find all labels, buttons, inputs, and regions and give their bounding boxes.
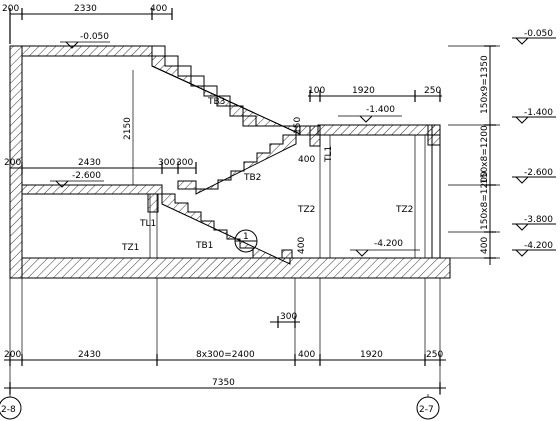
elev-landing-marker <box>55 180 69 188</box>
label-tb1: TB1 <box>195 241 213 251</box>
beam-bottom <box>281 249 293 259</box>
dim-400-lower: 400 <box>297 237 307 254</box>
top-dim-200: 200 <box>2 4 19 14</box>
detail-circle-id: 1 <box>243 232 249 242</box>
elev-mid-marker <box>359 115 373 123</box>
landing-dim-200: 200 <box>4 158 21 168</box>
total-dim-7350: 7350 <box>212 378 235 388</box>
right-elev-mid-marker <box>512 116 556 124</box>
label-tz2-a: TZ2 <box>297 205 315 215</box>
beam-landing <box>177 180 197 190</box>
landing-dim-2430: 2430 <box>78 158 101 168</box>
bottom-dim-250: 250 <box>426 350 443 360</box>
label-tl1-lower: TL1 <box>139 219 156 229</box>
label-tb3: TB3 <box>207 97 225 107</box>
floor-slab <box>21 257 451 279</box>
flight-tb3-steps <box>151 45 300 127</box>
right-elev-lower-marker <box>512 223 556 231</box>
label-tz2-b: TZ2 <box>395 205 413 215</box>
flight-tb1-band <box>161 193 291 265</box>
label-tz1: TZ1 <box>121 243 139 253</box>
elev-top-marker <box>65 41 79 49</box>
right-elev-landing-marker <box>512 176 556 184</box>
right-elev-floor-marker <box>512 249 556 257</box>
axis-label-right: 2-7 <box>419 405 434 415</box>
mid-dim-100: 100 <box>308 86 325 96</box>
right-chain-400: 400 <box>480 237 490 254</box>
tl1-beam-lower <box>147 193 159 213</box>
flight-tb2-band <box>195 134 297 195</box>
mid-dim-1920: 1920 <box>352 86 375 96</box>
right-elev-landing-label: -2.600 <box>524 168 553 178</box>
elev-landing-label: -2.600 <box>72 171 101 181</box>
elev-floor-marker <box>355 249 369 257</box>
elev-mid-label: -1.400 <box>366 105 395 115</box>
dim-400-upper: 400 <box>298 155 315 165</box>
dim-150: 150 <box>293 117 303 134</box>
top-dim-400: 400 <box>150 4 167 14</box>
beam-right-top <box>427 124 441 146</box>
right-chain-1200a: 150x8=1200 <box>480 125 490 184</box>
bottom-small-300: 300 <box>280 312 297 322</box>
right-chain-1200b: 150x8=1200 <box>480 171 490 230</box>
bottom-dim-200: 200 <box>4 350 21 360</box>
right-chain-1350: 150x9=1350 <box>480 55 490 114</box>
elev-floor-label: -4.200 <box>374 239 403 249</box>
landing-slab <box>21 184 163 195</box>
label-tl1-upper: TL1 <box>324 146 334 163</box>
bottom-dim-400: 400 <box>298 350 315 360</box>
bottom-dim-2400: 8x300=2400 <box>196 350 255 360</box>
top-dim-2330: 2330 <box>74 4 97 14</box>
right-elev-top-label: -0.050 <box>524 29 553 39</box>
bottom-dim-2430: 2430 <box>78 350 101 360</box>
axis-label-left: 2-8 <box>1 405 16 415</box>
tl1-beam-upper <box>309 125 321 147</box>
mid-slab <box>317 124 441 136</box>
mid-dim-250: 250 <box>424 86 441 96</box>
flight-tb3-band <box>151 55 301 135</box>
right-elev-lower-label: -3.800 <box>524 215 553 225</box>
label-tb2: TB2 <box>243 173 261 183</box>
dim-2150: 2150 <box>123 117 133 140</box>
right-elev-mid-label: -1.400 <box>524 108 553 118</box>
right-elev-top-marker <box>512 37 556 45</box>
bottom-dim-1920: 1920 <box>360 350 383 360</box>
right-elev-floor-label: -4.200 <box>524 241 553 251</box>
landing-dim-300b: 300 <box>176 158 193 168</box>
elev-top-label: -0.050 <box>80 32 109 42</box>
top-slab <box>21 45 153 57</box>
landing-dim-300a: 300 <box>158 158 175 168</box>
